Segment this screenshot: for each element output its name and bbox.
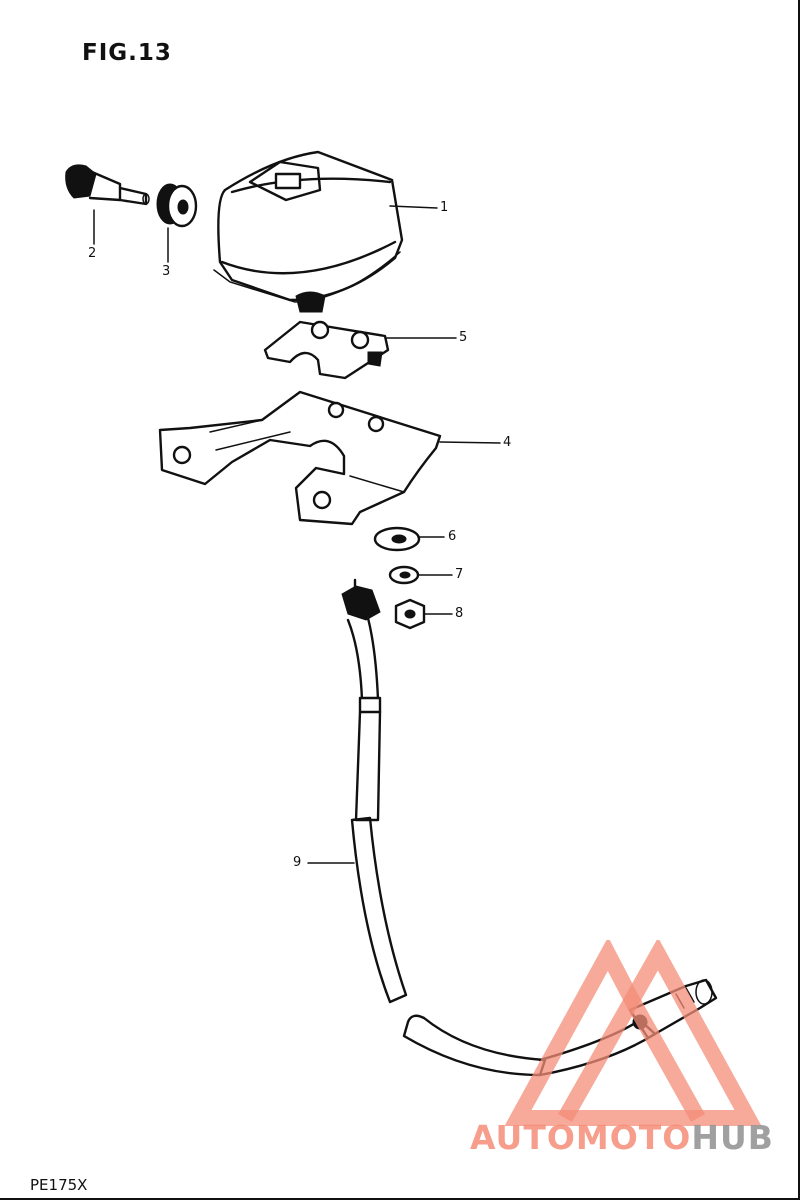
watermark-text-secondary: HUB	[691, 1118, 774, 1157]
leader-1	[389, 205, 438, 209]
callout-8: 8	[455, 606, 464, 621]
part-8-nut[interactable]	[394, 598, 426, 630]
part-6-washer[interactable]	[373, 526, 421, 552]
callout-7: 7	[455, 567, 464, 582]
model-code: PE175X	[30, 1176, 88, 1194]
figure-title: FIG.13	[82, 40, 172, 66]
leader-4	[439, 441, 501, 444]
callout-1: 1	[440, 200, 449, 215]
callout-2: 2	[88, 246, 97, 261]
part-1-regulator-box[interactable]	[213, 150, 404, 313]
watermark-text-primary: AUTOMOTO	[470, 1118, 692, 1157]
part-7-lock-washer[interactable]	[388, 565, 420, 585]
watermark-logo	[504, 940, 762, 1126]
callout-3: 3	[162, 264, 171, 279]
callout-9: 9	[293, 855, 302, 870]
part-5-plate[interactable]	[263, 320, 390, 380]
callout-5: 5	[459, 330, 468, 345]
callout-4: 4	[503, 435, 512, 450]
part-3-grommet[interactable]	[156, 183, 198, 228]
part-4-bracket[interactable]	[158, 390, 442, 526]
watermark-text: AUTOMOTOHUB	[470, 1118, 774, 1157]
part-2-switch[interactable]	[65, 164, 150, 206]
callout-6: 6	[448, 529, 457, 544]
